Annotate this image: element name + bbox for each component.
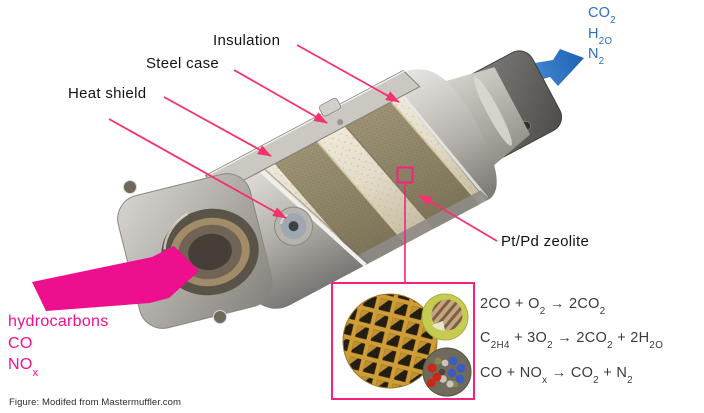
outlet-gas-co2: CO2 [588, 5, 616, 27]
figure-caption: Figure: Modifed from Mastermuffler.com [9, 397, 182, 408]
leader-lines [108, 44, 498, 242]
reaction-equation-2: C2H4 + 3O2 → 2CO2 + 2H2O [480, 330, 664, 352]
zeolite-honeycomb-circle [342, 293, 438, 389]
heat-shield-leader-lower [108, 118, 287, 219]
molecule-cluster-circle [422, 347, 472, 397]
inlet-bolt-hole-top [123, 180, 137, 194]
inlet-gas-nox: NOx [8, 356, 39, 379]
inlet-gas-hydrocarbons: hydrocarbons [8, 313, 109, 330]
steel-case-leader [233, 69, 328, 124]
catalyst-band-1 [261, 125, 407, 267]
label-insulation: Insulation [213, 32, 281, 49]
label-catalyst: Pt/Pd zeolite [501, 233, 590, 250]
steel-case-right-end [388, 69, 497, 201]
outlet-gas-n2: N2 [588, 46, 605, 68]
label-heat-shield: Heat shield [68, 85, 147, 102]
zeolite-inset-art [342, 293, 472, 397]
inlet-gas-list: hydrocarbons CO NOx [8, 311, 109, 379]
tube-cross-section-circle [421, 293, 469, 341]
catalyst-leader [418, 194, 498, 242]
reaction-equation-1: 2CO + O2 → 2CO2 [480, 296, 606, 318]
inlet-bolt-hole-bottom [213, 310, 227, 324]
zoom-marker-square [396, 166, 414, 184]
label-steel-case: Steel case [146, 55, 220, 72]
outlet-gas-h2o: H2O [588, 25, 613, 47]
heat-shield-leader-upper [163, 96, 272, 157]
converter-body [202, 69, 497, 309]
zeolite-inset-box [331, 282, 475, 400]
insulation-leader [296, 44, 400, 103]
case-tab [318, 97, 341, 117]
inlet-flow-arrow [32, 246, 199, 311]
inlet-gas-co: CO [8, 334, 33, 352]
reaction-equation-3: CO + NOx → CO2 + N2 [480, 365, 633, 387]
outlet-gas-list: CO2 H2O N2 [588, 3, 616, 68]
catalyst-band-2 [331, 85, 481, 229]
